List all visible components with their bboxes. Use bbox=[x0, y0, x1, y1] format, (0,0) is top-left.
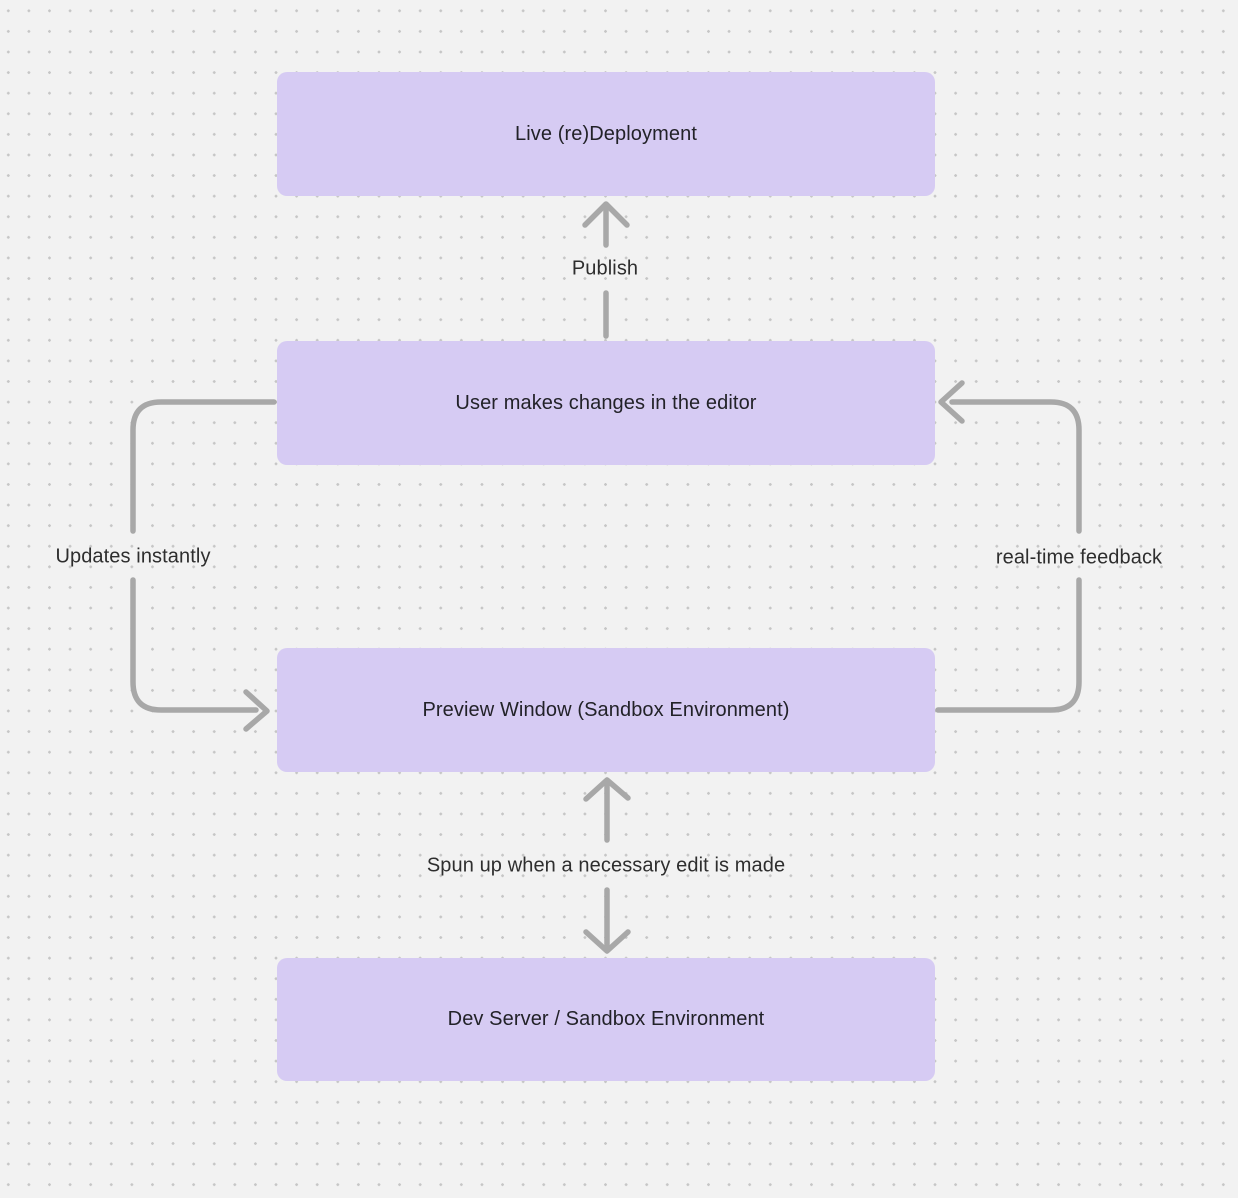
node-live-deployment[interactable]: Live (re)Deployment bbox=[277, 72, 935, 196]
edge-label-spun-up[interactable]: Spun up when a necessary edit is made bbox=[426, 854, 786, 877]
node-live-deployment-label: Live (re)Deployment bbox=[515, 122, 697, 145]
node-dev-server[interactable]: Dev Server / Sandbox Environment bbox=[277, 958, 935, 1081]
node-dev-server-label: Dev Server / Sandbox Environment bbox=[447, 1008, 765, 1030]
node-preview-window-label: Preview Window (Sandbox Environment) bbox=[422, 698, 790, 721]
node-user-changes[interactable]: User makes changes in the editor bbox=[277, 341, 935, 465]
edge-label-updates-instantly[interactable]: Updates instantly bbox=[55, 545, 211, 568]
node-preview-window[interactable]: Preview Window (Sandbox Environment) bbox=[277, 648, 935, 772]
node-user-changes-label: User makes changes in the editor bbox=[455, 391, 757, 414]
edge-label-realtime-feedback[interactable]: real-time feedback bbox=[995, 546, 1163, 569]
edge-label-publish[interactable]: Publish bbox=[571, 257, 639, 280]
